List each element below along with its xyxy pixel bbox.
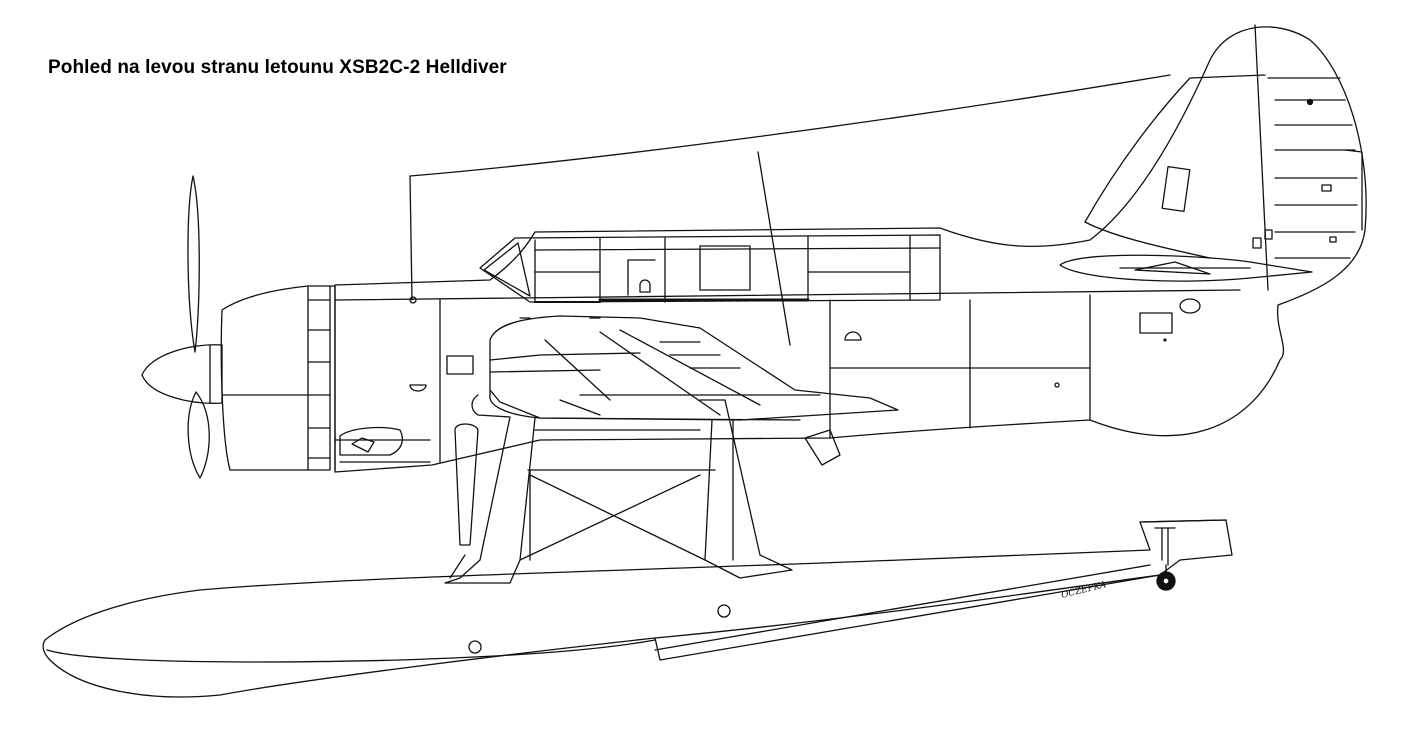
- wing: [489, 315, 899, 421]
- cockpit-canopy: [479, 234, 941, 303]
- spinner: [141, 344, 223, 404]
- engine-cowling: [220, 285, 336, 471]
- main-float: [42, 519, 1233, 698]
- horizontal-stabilizer: [1059, 254, 1313, 282]
- artist-signature: OCZEPKA: [1060, 580, 1108, 601]
- water-rudder: [1154, 527, 1176, 591]
- drawing-caption: Pohled na levou stranu letounu XSB2C-2 H…: [48, 57, 507, 78]
- fuselage: [334, 26, 1367, 473]
- float-struts: [444, 394, 841, 584]
- antenna: [409, 74, 1171, 346]
- propeller: [141, 175, 223, 479]
- tail-fin: [1084, 24, 1363, 291]
